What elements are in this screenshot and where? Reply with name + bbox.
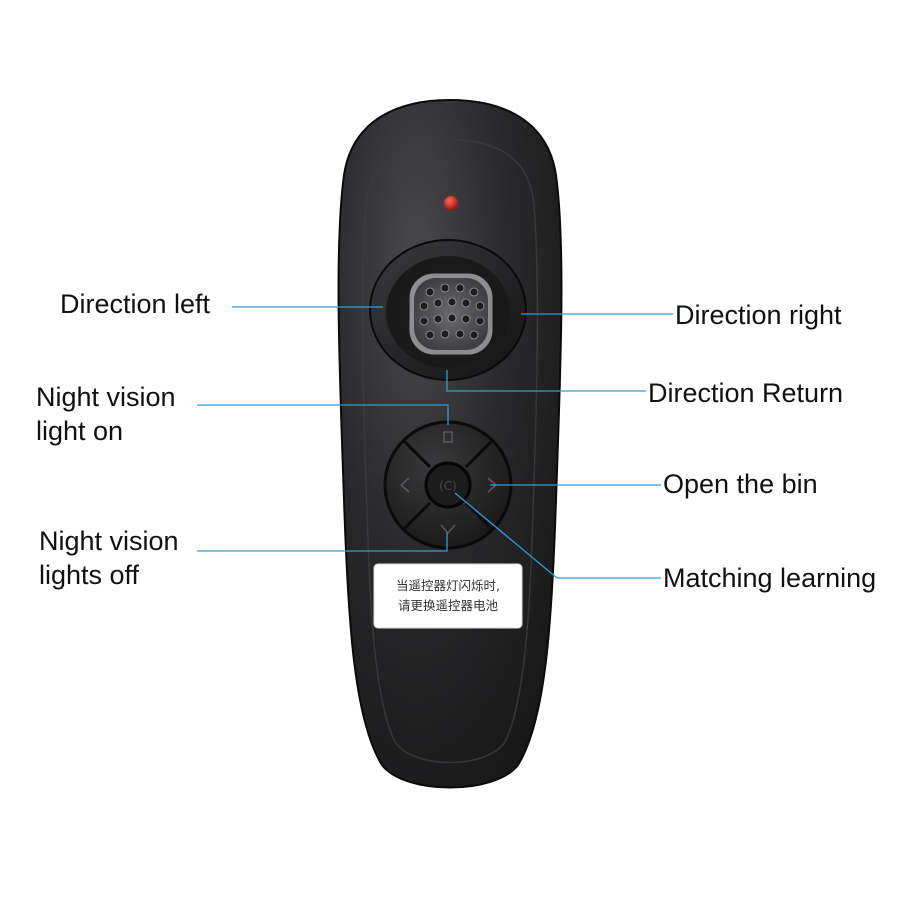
label-night-vision-on: Night vision light on: [34, 380, 178, 448]
leader-matching: [454, 492, 664, 579]
sticker-line-2: 请更换遥控器电池: [398, 598, 499, 613]
label-night-vision-off: Night vision lights off: [37, 524, 181, 592]
label-direction-right: Direction right: [673, 298, 844, 332]
sticker-line-1: 当遥控器灯闪烁时,: [396, 578, 500, 593]
label-direction-return: Direction Return: [646, 376, 846, 410]
label-open-the-bin: Open the bin: [661, 467, 820, 501]
label-night-vision-on-line1: Night vision: [36, 382, 176, 412]
leader-night-off: [197, 532, 448, 552]
battery-sticker: [373, 563, 523, 629]
label-night-vision-off-line2: lights off: [39, 560, 140, 590]
remote-inner-face: [361, 139, 539, 764]
leader-direction-return: [446, 370, 647, 392]
dpad-up-icon: [443, 431, 453, 443]
label-night-vision-off-line1: Night vision: [39, 526, 179, 556]
speaker-holes-icon: [419, 283, 485, 340]
center-button-mark-icon: (C): [439, 479, 457, 493]
dpad-down-icon: [440, 524, 456, 535]
label-night-vision-on-line2: light on: [36, 416, 124, 446]
leader-lines: [197, 306, 675, 579]
dpad-left-icon: [399, 477, 410, 493]
indicator-led: [444, 196, 458, 210]
label-matching-learning: Matching learning: [661, 561, 879, 595]
leader-night-on: [197, 404, 449, 425]
label-direction-left: Direction left: [58, 287, 213, 321]
